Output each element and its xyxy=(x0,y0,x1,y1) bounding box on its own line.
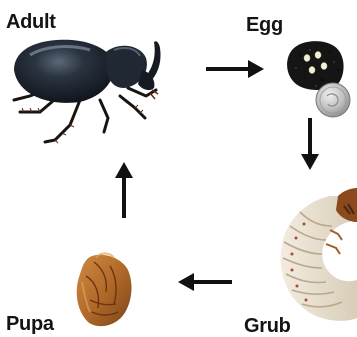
stage-label-adult: Adult xyxy=(6,12,56,32)
adult-beetle-image xyxy=(14,40,161,143)
arrow-grub-to-pupa xyxy=(178,273,232,291)
arrow-pupa-to-adult xyxy=(115,162,133,218)
coin-image xyxy=(316,83,350,117)
stage-label-pupa: Pupa xyxy=(6,314,54,334)
arrow-egg-to-grub xyxy=(301,118,319,170)
arrow-adult-to-egg xyxy=(206,60,264,78)
pupa-image xyxy=(77,254,132,327)
stage-label-grub: Grub xyxy=(244,316,291,336)
egg-image xyxy=(287,41,350,117)
stage-label-egg: Egg xyxy=(246,15,283,35)
grub-image xyxy=(281,188,357,321)
